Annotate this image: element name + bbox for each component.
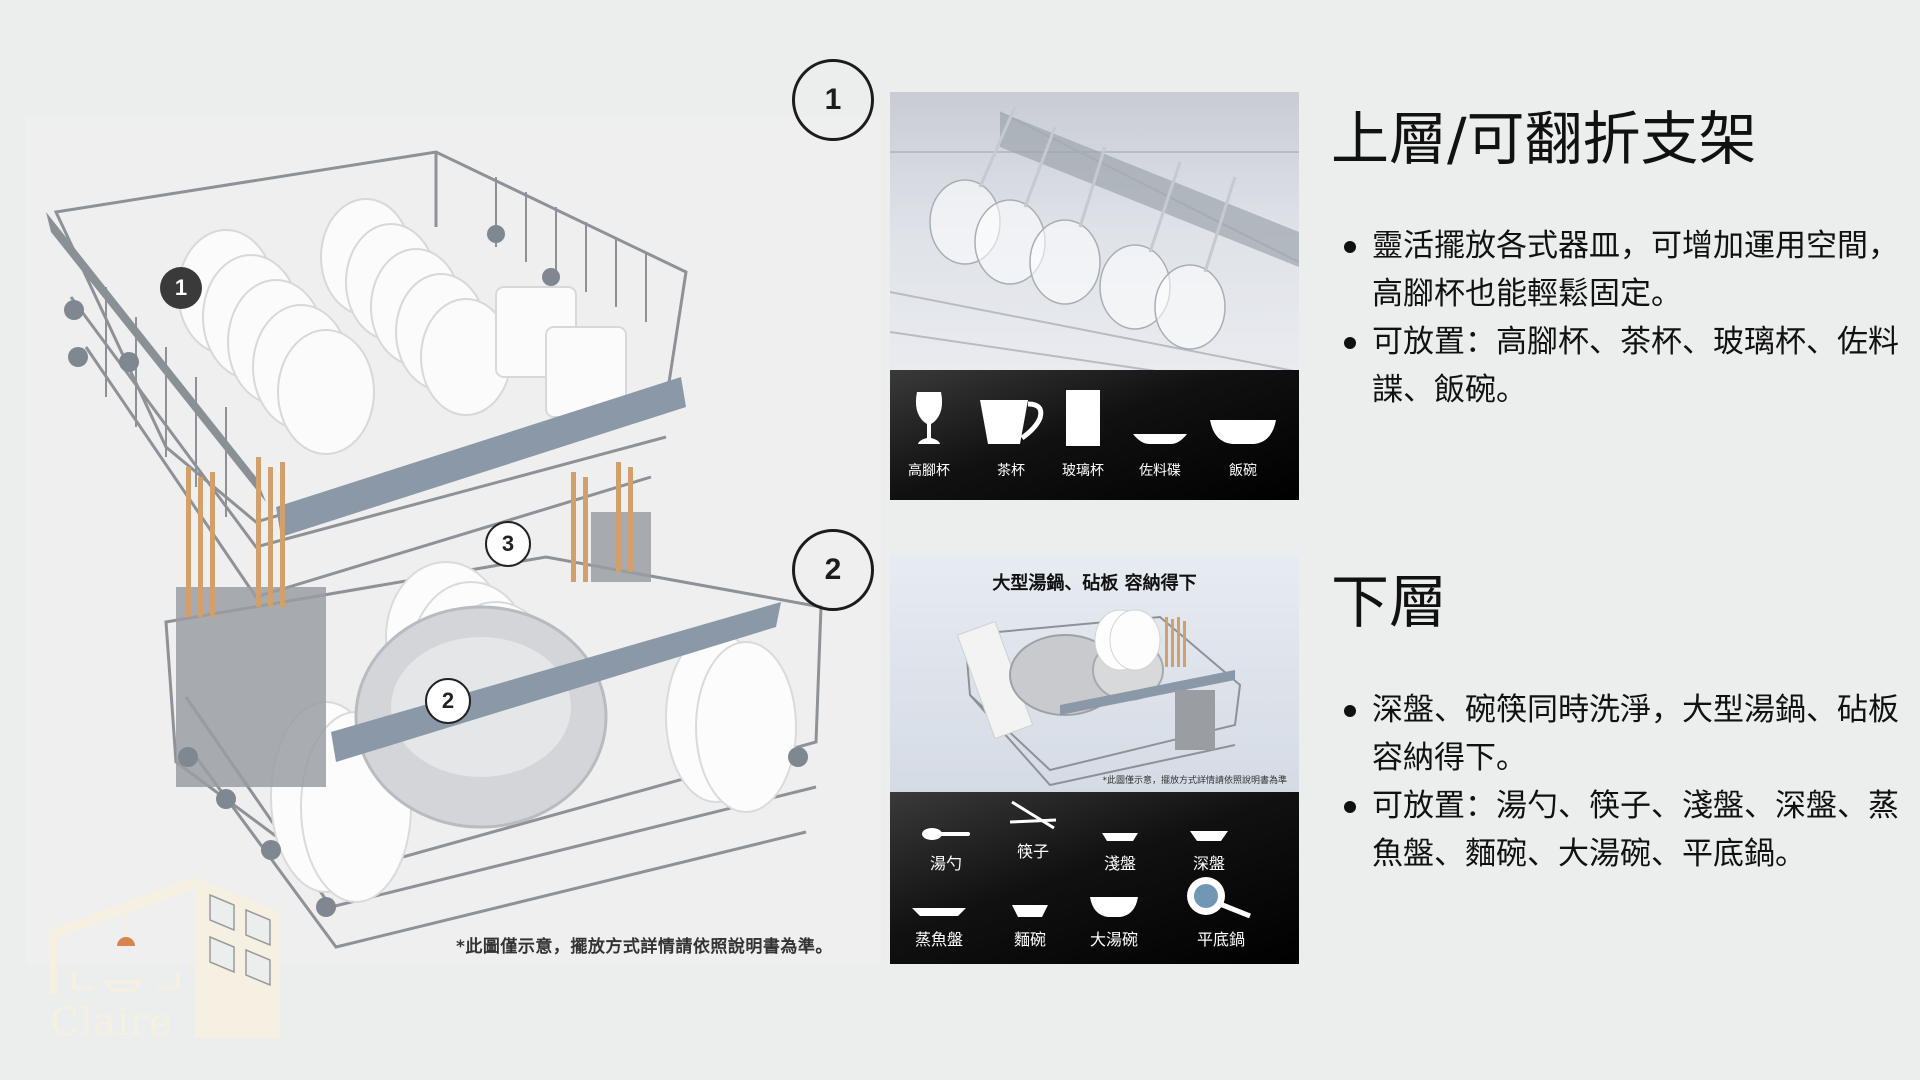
- upper-rack-tines: [105, 177, 647, 517]
- wine-glass-drawing: [890, 106, 1299, 393]
- lower-rack-marker: 2: [425, 678, 471, 724]
- upper-rack-wheels: [64, 225, 560, 372]
- fish-plate-icon: [912, 908, 966, 916]
- sauce-dish-icon: [1133, 434, 1187, 444]
- upper-rack-marker: 1: [160, 267, 202, 309]
- wine-glass-rack-photo: [890, 92, 1299, 393]
- logo-text: Claire: [50, 1000, 173, 1044]
- strip-item-ladle: 湯勺: [922, 812, 970, 874]
- bullet-dot: [1344, 241, 1356, 253]
- soup-bowl-icon: [1090, 897, 1138, 917]
- strip-item-stemmed-glass: 高腳杯: [908, 384, 950, 480]
- lower-rack-icon-strip: 湯勺 筷子 淺盤 深盤 蒸魚盤 麵碗 大湯碗 平底鍋: [890, 792, 1299, 964]
- stemmed-glass-icon: [915, 392, 943, 444]
- lower-rack-photo: 大型湯鍋、砧板 容納得下 *此圖僅示意，擺放方式詳情請依照說明書為準: [890, 555, 1299, 792]
- lower-rack-bullets: 深盤、碗筷同時洗淨，大型湯鍋、砧板容納得下。 可放置：湯勺、筷子、淺盤、深盤、蒸…: [1340, 686, 1900, 878]
- shallow-plate-icon: [1102, 833, 1138, 841]
- bullet-dot: [1344, 337, 1356, 349]
- foldable-glass-support: [46, 212, 266, 502]
- strip-item-tea-cup: 茶杯: [978, 384, 1044, 480]
- frying-pan-icon: [1187, 877, 1251, 918]
- ladle-icon: [922, 828, 970, 840]
- lower-rack-panel: 大型湯鍋、砧板 容納得下 *此圖僅示意，擺放方式詳情請依照說明書為準 湯勺 筷子: [890, 555, 1299, 964]
- cutlery-marker: 3: [485, 521, 531, 567]
- upper-rack-plates: [177, 198, 627, 455]
- noodle-bowl-icon: [1012, 905, 1048, 917]
- section-badge-upper: 1: [792, 59, 874, 141]
- racks-drawing: [46, 150, 823, 949]
- upper-rack-panel: 高腳杯 茶杯 玻璃杯 佐料碟 飯碗: [890, 92, 1299, 500]
- deep-plate-icon: [1190, 831, 1228, 841]
- strip-item-deep-plate: 深盤: [1190, 812, 1228, 874]
- illustration-disclaimer: *此圖僅示意，擺放方式詳情請依照說明書為準。: [456, 937, 833, 957]
- dishwasher-racks-illustration: 1 3 2 *此圖僅示意，擺放方式詳情請依照說明書為準。: [26, 117, 881, 965]
- strip-item-rice-bowl: 飯碗: [1210, 384, 1276, 480]
- bullet-item: 靈活擺放各式器皿，可增加運用空間，高腳杯也能輕鬆固定。: [1340, 222, 1900, 318]
- strip-item-sauce-dish: 佐料碟: [1133, 384, 1187, 480]
- bullet-item: 可放置：高腳杯、茶杯、玻璃杯、佐料諜、飯碗。: [1340, 318, 1900, 414]
- section-badge-lower: 2: [792, 529, 874, 611]
- glass-cup-icon: [1066, 390, 1100, 446]
- upper-rack-handle: [276, 377, 686, 537]
- tea-cup-icon: [980, 400, 1044, 444]
- lower-rack-photo-caption: 大型湯鍋、砧板 容納得下: [992, 573, 1197, 594]
- strip-item-glass-cup: 玻璃杯: [1062, 384, 1104, 480]
- upper-rack-bullets: 靈活擺放各式器皿，可增加運用空間，高腳杯也能輕鬆固定。 可放置：高腳杯、茶杯、玻…: [1340, 222, 1900, 414]
- lower-rack-title: 下層: [1331, 568, 1448, 636]
- bullet-item: 深盤、碗筷同時洗淨，大型湯鍋、砧板容納得下。: [1340, 686, 1900, 782]
- strip-item-soup-bowl: 大湯碗: [1090, 888, 1138, 950]
- chopsticks-icon: [1009, 800, 1057, 830]
- bullet-item: 可放置：湯勺、筷子、淺盤、深盤、蒸魚盤、麵碗、大湯碗、平底鍋。: [1340, 782, 1900, 878]
- strip-item-shallow-plate: 淺盤: [1102, 812, 1138, 874]
- bullet-dot: [1344, 705, 1356, 717]
- cutlery-baskets: [176, 457, 651, 787]
- rice-bowl-icon: [1210, 420, 1276, 444]
- strip-item-fish-plate: 蒸魚盤: [912, 888, 966, 950]
- strip-item-frying-pan: 平底鍋: [1186, 872, 1256, 950]
- strip-item-chopsticks: 筷子: [1008, 800, 1058, 862]
- lower-rack-wheels: [178, 747, 808, 917]
- bullet-dot: [1344, 801, 1356, 813]
- lower-rack-photo-drawing: [956, 609, 1242, 787]
- upper-rack-icon-strip: 高腳杯 茶杯 玻璃杯 佐料碟 飯碗: [890, 370, 1299, 500]
- lower-rack-photo-disclaimer: *此圖僅示意，擺放方式詳情請依照說明書為準: [1102, 776, 1287, 786]
- house-logo-icon: [50, 876, 280, 1038]
- upper-rack-title: 上層/可翻折支架: [1331, 105, 1757, 173]
- strip-item-noodle-bowl: 麵碗: [1012, 888, 1048, 950]
